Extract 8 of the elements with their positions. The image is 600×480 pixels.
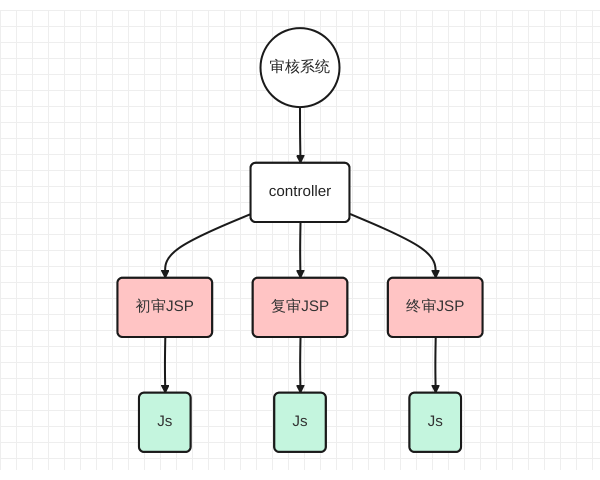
arrow bbox=[160, 213, 252, 279]
arrow bbox=[160, 337, 170, 394]
arrow bbox=[431, 337, 440, 394]
node-circle: 审核系统 bbox=[260, 27, 340, 108]
arrow bbox=[350, 213, 440, 279]
arrow bbox=[296, 337, 305, 394]
arrow bbox=[296, 107, 305, 164]
arrow bbox=[296, 222, 305, 279]
